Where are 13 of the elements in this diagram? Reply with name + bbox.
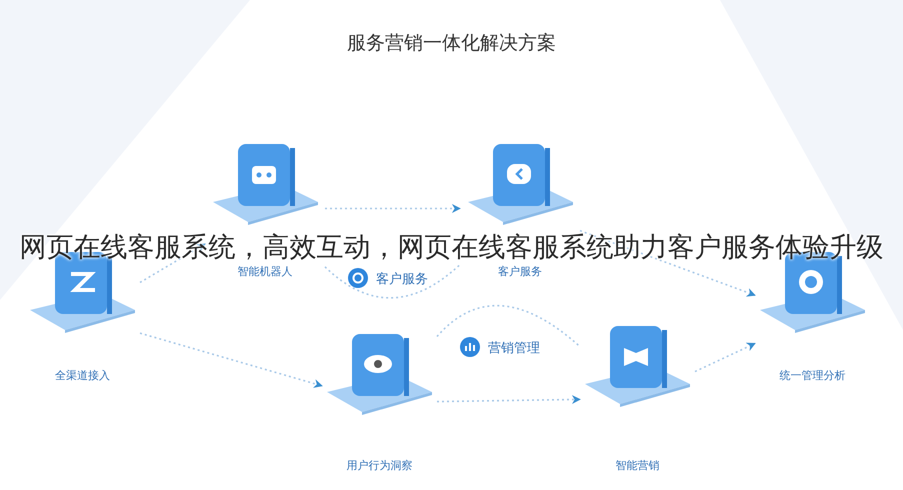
node-label: 客户服务 [497,264,543,279]
node-label: 统一管理分析 [778,368,846,383]
arrow [694,342,756,372]
arrow [436,395,581,404]
arrow [325,204,461,213]
node-label: 智能营销 [614,458,660,473]
section-label: 营销管理 [488,340,540,357]
node-label: 用户行为洞察 [346,458,414,473]
arrow [140,332,323,388]
title: 服务营销一体化解决方案 [346,31,557,56]
node-label: 智能机器人 [236,264,294,279]
section-label: 客户服务 [376,271,428,288]
node-label: 全渠道接入 [54,368,111,383]
